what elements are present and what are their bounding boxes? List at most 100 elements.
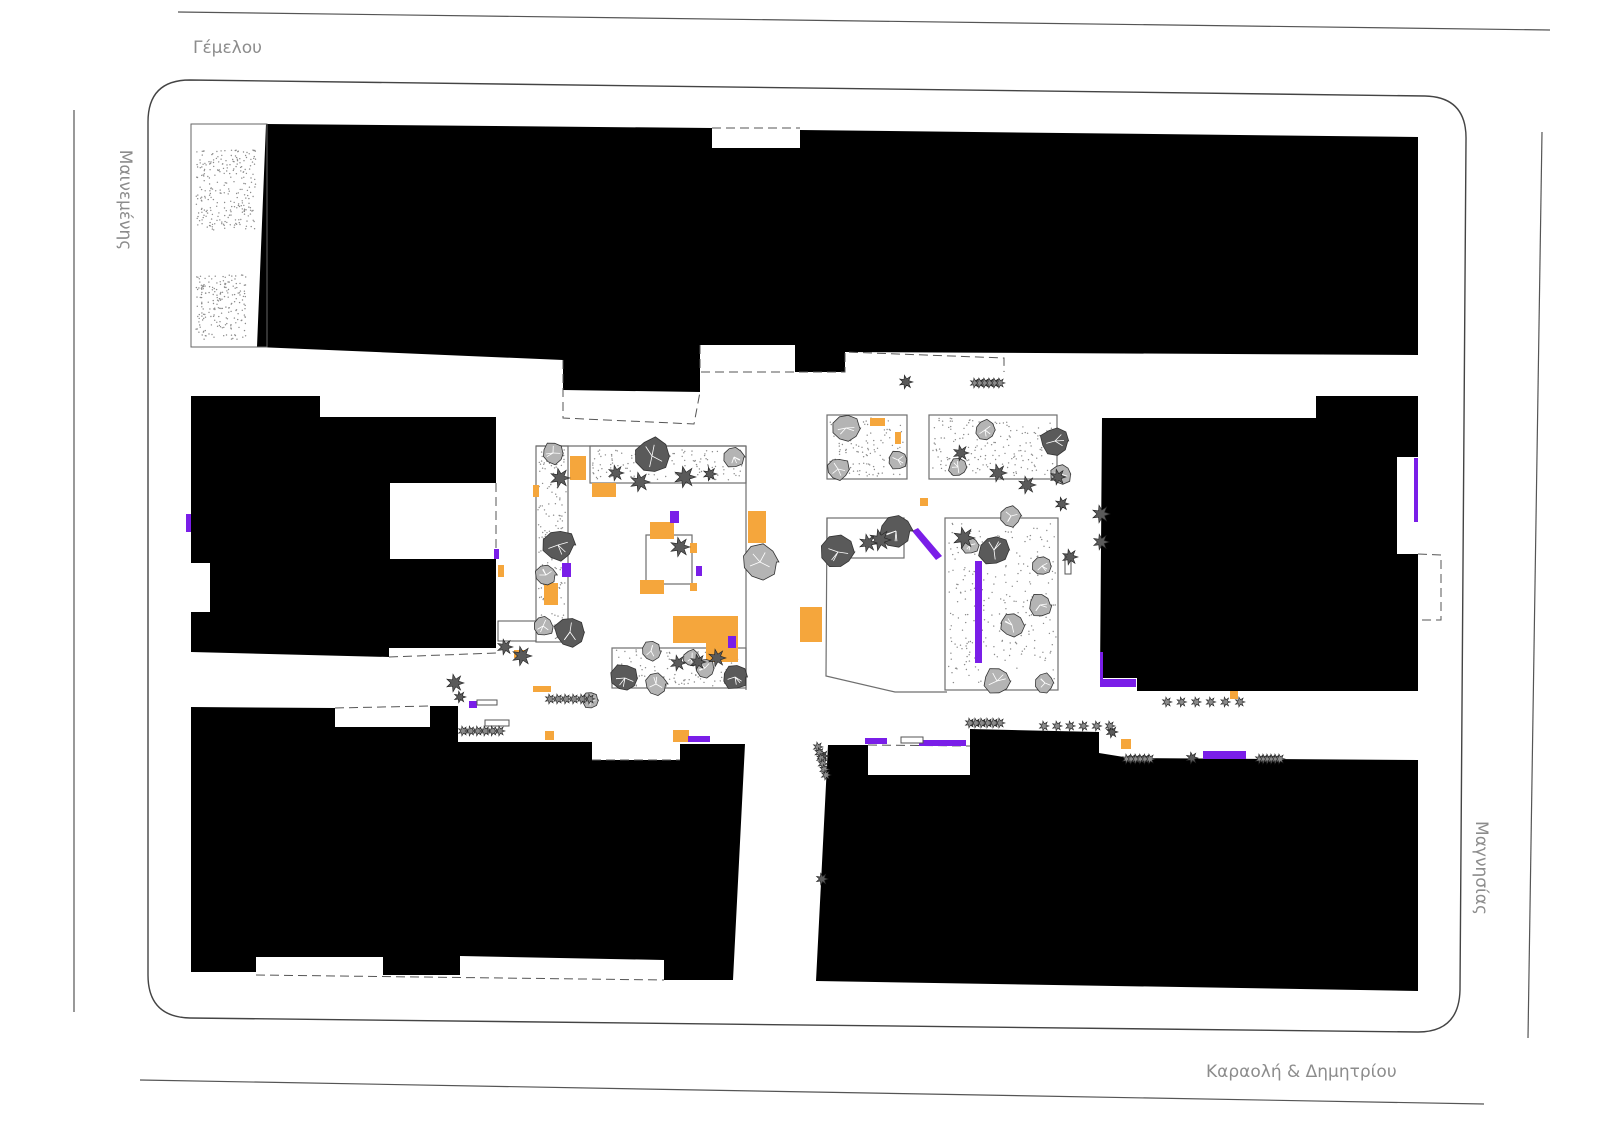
- shrub-icon: [1190, 696, 1203, 708]
- tree-icon: [534, 564, 559, 586]
- shrub-icon: [1049, 468, 1067, 486]
- gravel-area: [190, 123, 268, 348]
- street-label-north: Γέμελου: [193, 38, 262, 58]
- shrub-icon: [820, 769, 832, 781]
- shrub-icon: [607, 464, 625, 482]
- tree-icon: [542, 530, 577, 562]
- tree-icon: [983, 668, 1012, 694]
- shrub-icon: [953, 526, 976, 550]
- shrub-icon: [1140, 753, 1152, 765]
- tree-icon: [888, 450, 908, 470]
- shrub-icon: [1262, 753, 1274, 765]
- tree-icon: [975, 418, 996, 441]
- tree-icon: [827, 459, 851, 481]
- shrub-icon: [1018, 475, 1037, 495]
- shrub-icon: [1051, 720, 1064, 732]
- tree-icon: [1032, 556, 1052, 575]
- tree-icon: [645, 672, 669, 697]
- shrub-icon: [630, 471, 651, 493]
- shrub-icon: [708, 648, 727, 668]
- shrub-icon: [670, 536, 691, 558]
- tree-icon: [635, 436, 671, 472]
- shrub-icon: [1258, 753, 1270, 765]
- seating-elements: [498, 418, 1238, 749]
- shrub-icon: [1054, 496, 1070, 512]
- shrub-icon: [1078, 720, 1090, 732]
- shrub-icon: [472, 725, 484, 737]
- shrub-icon: [988, 717, 1000, 729]
- tree-icon: [723, 665, 749, 689]
- building-east: [1100, 396, 1418, 691]
- shrub-icon: [952, 444, 970, 462]
- shrub-icon: [869, 528, 892, 552]
- shrub-icon: [994, 377, 1006, 389]
- shrub-icon: [974, 377, 986, 389]
- shrub-icon: [1266, 753, 1278, 765]
- tree-icon: [553, 618, 586, 648]
- shrub-icon: [494, 725, 506, 737]
- shrub-icon: [1185, 751, 1199, 765]
- shrub-icon: [970, 717, 982, 729]
- shrub-icon: [496, 638, 514, 656]
- street-lines: [73, 11, 1551, 1105]
- shrub-icon: [457, 725, 469, 737]
- shrub-icon: [989, 463, 1008, 483]
- tree-icon: [1000, 505, 1023, 528]
- shrub-icon: [1161, 696, 1173, 708]
- tree-icon: [978, 536, 1011, 565]
- shrub-icon: [984, 377, 996, 389]
- shrub-icon: [1205, 696, 1217, 708]
- shrub-icon: [584, 693, 596, 705]
- shrub-icon: [1104, 720, 1116, 732]
- tree-icon: [1029, 593, 1053, 617]
- vegetation: [446, 374, 1286, 886]
- shrub-icon: [1176, 696, 1188, 708]
- shrub-icon: [479, 725, 492, 737]
- shrub-icon: [1038, 720, 1050, 732]
- building-west-middle: [191, 396, 496, 657]
- tree-icon: [820, 534, 856, 568]
- shrub-icon: [815, 872, 829, 886]
- shrub-icon: [702, 466, 718, 482]
- tree-icon: [1000, 613, 1026, 638]
- tree-icon: [832, 414, 862, 442]
- shrub-icon: [1274, 753, 1286, 765]
- shrub-icon: [859, 533, 878, 553]
- shrub-icon: [1061, 548, 1079, 566]
- shrub-icon: [1105, 725, 1119, 739]
- shrub-icon: [576, 693, 588, 705]
- tree-icon: [533, 615, 554, 636]
- shrub-icon: [674, 465, 697, 489]
- tree-icon: [948, 457, 968, 476]
- shrub-icon: [982, 717, 994, 729]
- shrub-icon: [976, 717, 988, 729]
- tree-icon: [610, 664, 639, 691]
- shrub-icon: [552, 693, 564, 705]
- building-southwest: [191, 706, 745, 980]
- shrub-icon: [989, 377, 1001, 389]
- shrub-icon: [487, 725, 499, 737]
- shrub-icon: [446, 673, 465, 693]
- shrub-icon: [568, 693, 580, 705]
- tree-icon: [543, 442, 564, 466]
- shrub-icon: [1121, 753, 1133, 765]
- shrub-icon: [560, 693, 572, 705]
- shrub-icon: [1254, 753, 1266, 765]
- shrub-icon: [964, 717, 976, 729]
- shrub-icon: [1065, 720, 1077, 732]
- shrub-icon: [1091, 720, 1103, 732]
- tree-icon: [642, 640, 663, 662]
- shrub-icon: [550, 467, 571, 489]
- shrub-icon: [465, 725, 477, 737]
- shrub-icon: [669, 654, 687, 672]
- shrub-icon: [1220, 696, 1232, 708]
- shrub-icon: [969, 377, 981, 389]
- building-north: [257, 124, 1418, 392]
- shrub-icon: [1126, 753, 1138, 765]
- shrub-icon: [689, 653, 707, 671]
- buildings: [191, 124, 1418, 991]
- lighting-elements: [186, 458, 1418, 759]
- shrub-icon: [979, 377, 991, 389]
- tree-icon: [723, 446, 746, 468]
